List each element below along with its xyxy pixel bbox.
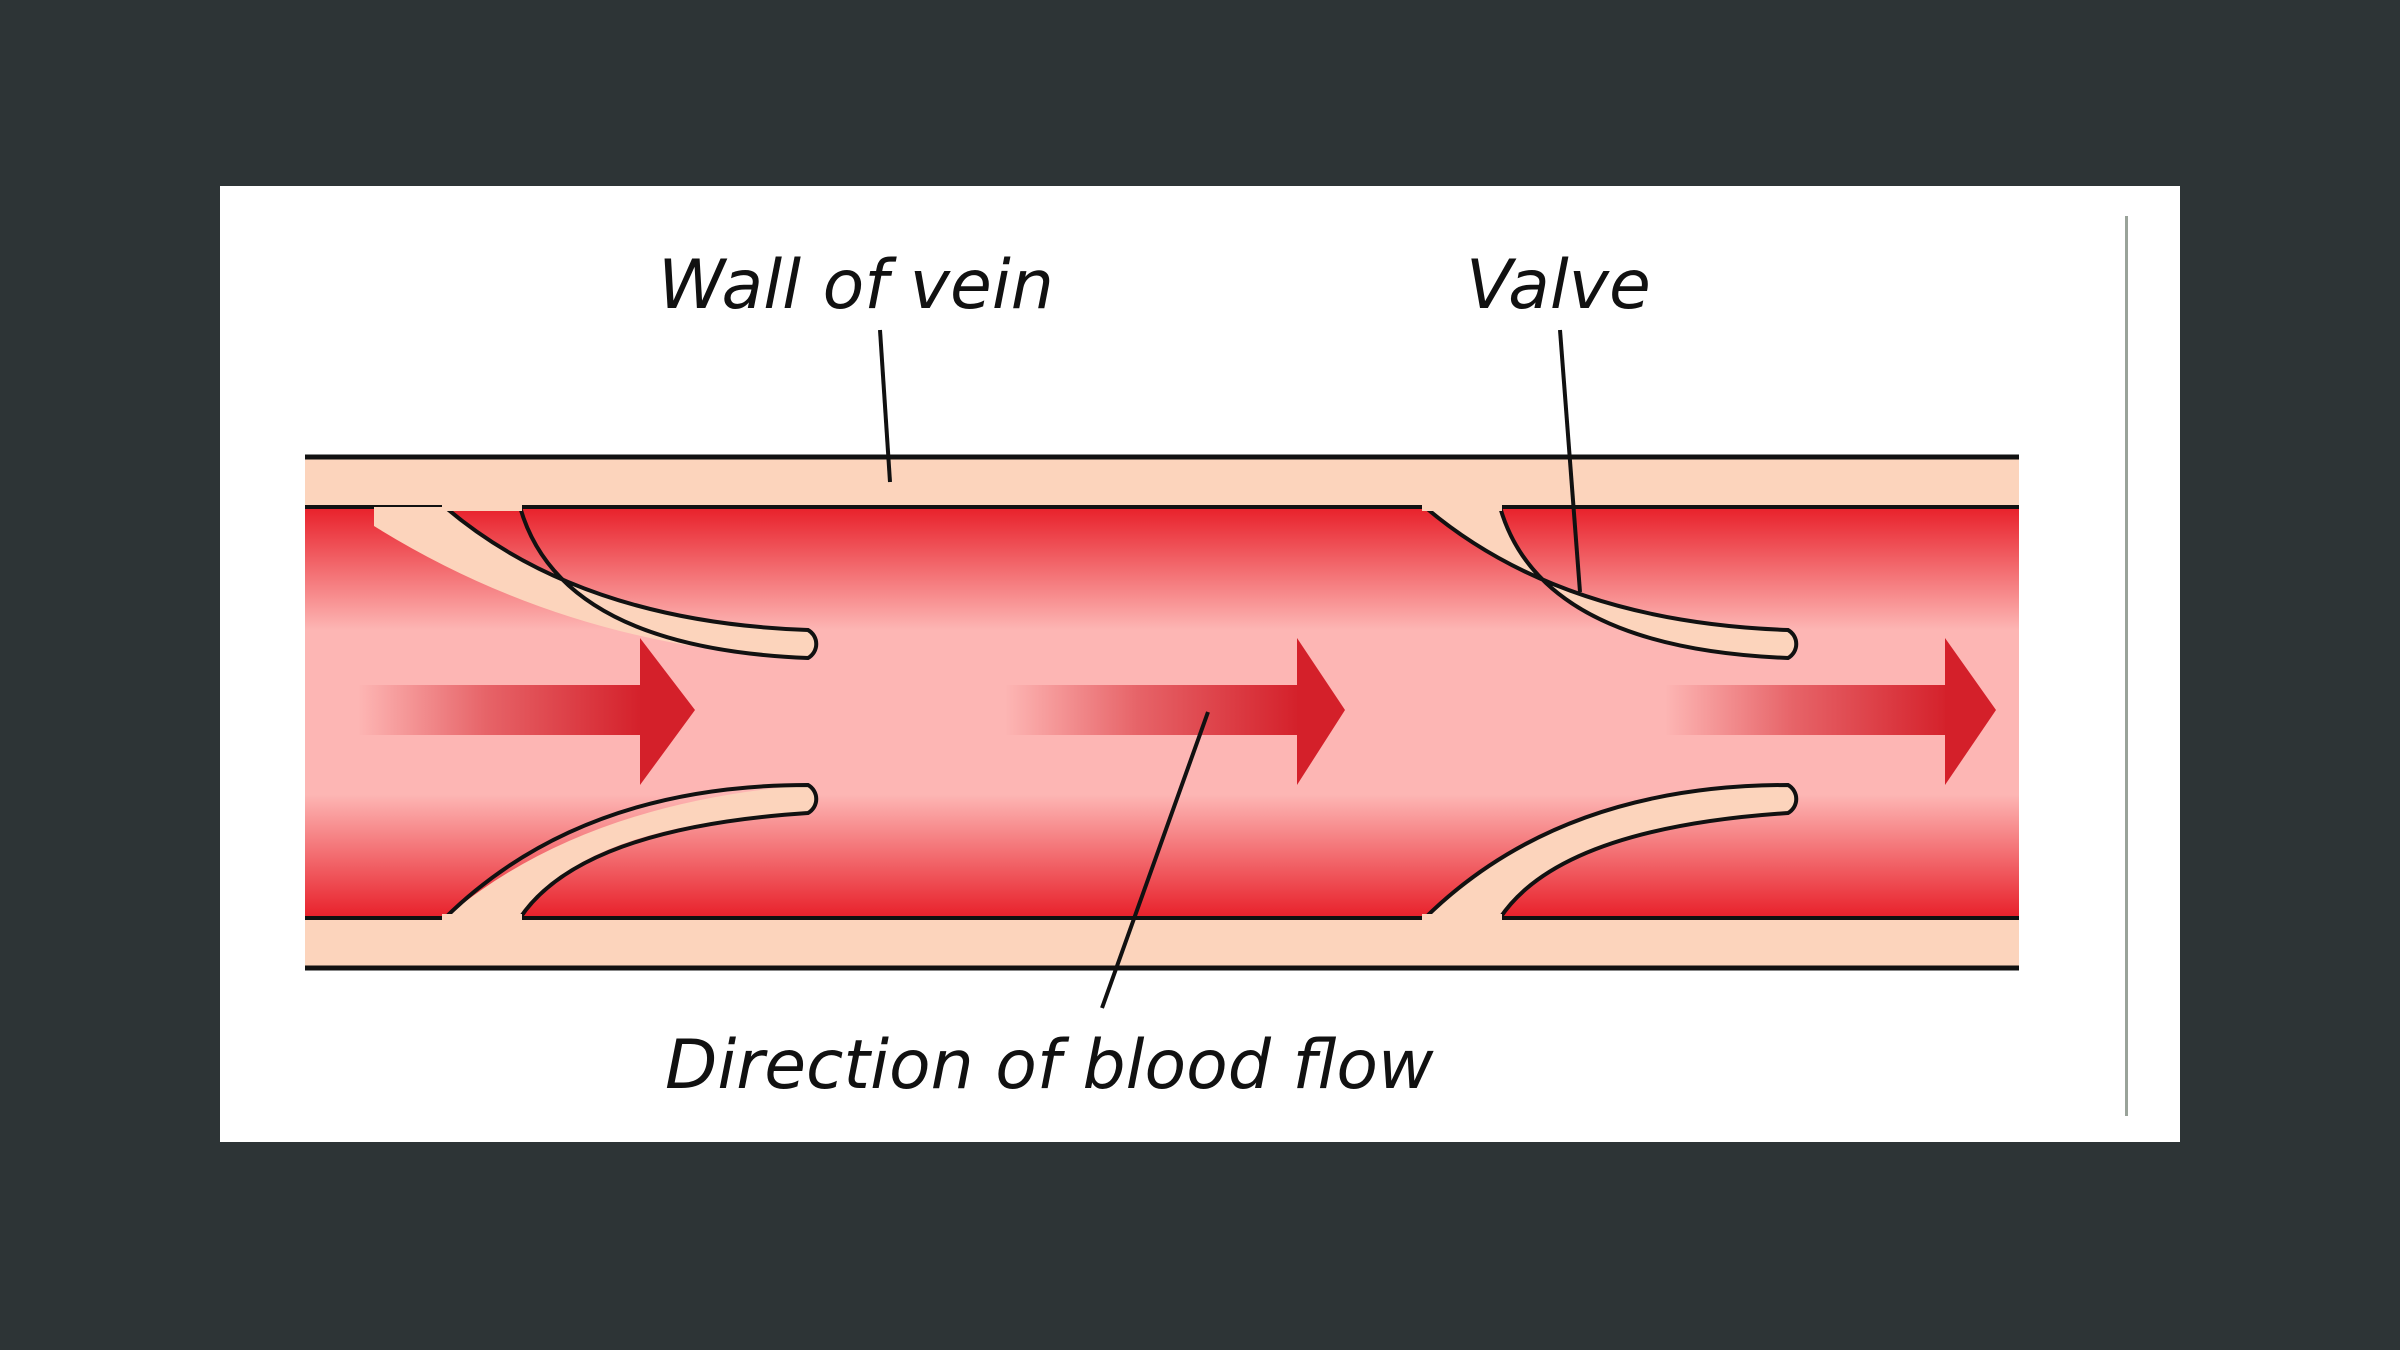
leader-line-valve (1558, 329, 1582, 593)
valve-flap-1-bottom-outline (443, 782, 819, 920)
valve-flap-1-top (374, 507, 817, 658)
valve-flap-2-bottom (1425, 785, 1797, 918)
valve-flap-2-top-outline (1423, 505, 1799, 661)
valve-flap-2-bottom-outline (1423, 782, 1799, 920)
label-direction-of-blood-flow: Direction of blood flow (665, 1026, 1434, 1105)
leader-line-wall (878, 329, 892, 483)
flow-arrow-1 (358, 638, 695, 785)
label-valve: Valve (1466, 246, 1651, 325)
card-divider-line (2125, 216, 2128, 1116)
valve-flap-1-bottom (445, 785, 817, 918)
leader-line-flow (1100, 711, 1210, 1009)
flow-arrow-3 (1665, 638, 1996, 785)
label-wall-of-vein: Wall of vein (658, 246, 1054, 325)
valve-flap-1-top-outline (443, 505, 819, 661)
valve-flap-2-top (1425, 507, 1797, 658)
flow-arrow-2 (1005, 638, 1345, 785)
